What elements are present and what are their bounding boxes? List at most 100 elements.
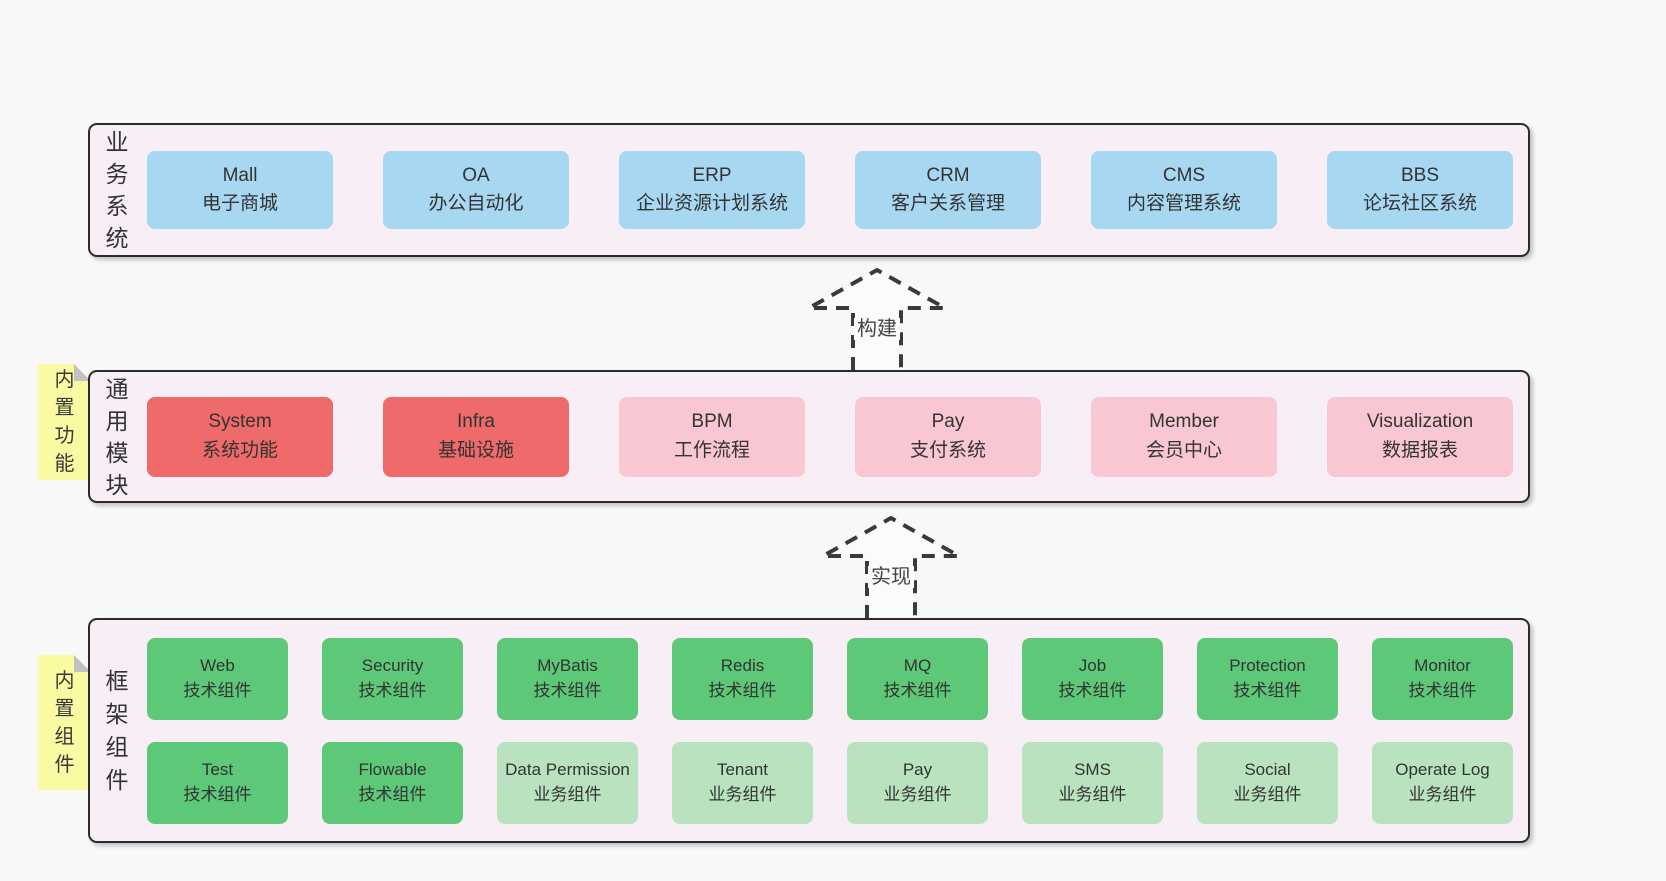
note-built-in-features: 内置功能: [38, 364, 91, 480]
box-operate-log: Operate Log 业务组件: [1372, 741, 1513, 824]
box-title: Job: [1078, 655, 1107, 675]
layer-framework-components: 框架组件 Web 技术组件 Security 技术组件 MyBatis 技术组件…: [88, 618, 1530, 843]
box-bbs: BBS 论坛社区系统: [1327, 151, 1513, 229]
box-subtitle: 技术组件: [358, 784, 427, 804]
box-subtitle: 内容管理系统: [1126, 193, 1241, 214]
box-title: Security: [361, 655, 424, 675]
box-title: Tenant: [716, 759, 769, 779]
box-security: Security 技术组件: [322, 637, 463, 720]
box-pay-component: Pay 业务组件: [847, 741, 988, 824]
box-title: Visualization: [1366, 411, 1474, 432]
box-social: Social 业务组件: [1197, 741, 1338, 824]
box-subtitle: 技术组件: [358, 680, 427, 700]
box-title: OA: [462, 164, 490, 186]
box-title: System: [208, 411, 272, 432]
note-label: 内置组件: [54, 669, 75, 776]
box-mq: MQ 技术组件: [847, 637, 988, 720]
layer-business-systems: 业务系统 Mall 电子商城 OA 办公自动化 ERP 企业资源计划系统 CRM…: [88, 123, 1530, 257]
box-protection: Protection 技术组件: [1197, 637, 1338, 720]
box-crm: CRM 客户关系管理: [855, 151, 1041, 229]
box-subtitle: 技术组件: [183, 680, 252, 700]
box-job: Job 技术组件: [1022, 637, 1163, 720]
box-title: Web: [200, 655, 235, 675]
box-subtitle: 支付系统: [909, 439, 986, 461]
box-visualization: Visualization 数据报表: [1327, 396, 1513, 477]
box-subtitle: 企业资源计划系统: [635, 193, 788, 214]
box-bpm: BPM 工作流程: [619, 396, 805, 477]
box-subtitle: 系统功能: [201, 439, 278, 461]
box-subtitle: 技术组件: [883, 680, 952, 700]
modules-box-row: System 系统功能 Infra 基础设施 BPM 工作流程 Pay 支付系统…: [147, 396, 1513, 477]
box-title: Pay: [931, 411, 965, 432]
layer-business-label: 业务系统: [105, 129, 129, 251]
box-title: Pay: [902, 759, 933, 779]
box-member: Member 会员中心: [1091, 396, 1277, 477]
arrow-up-implement-icon: 实现: [819, 514, 963, 618]
layer-common-modules: 通用模块 System 系统功能 Infra 基础设施 BPM 工作流程 Pay…: [88, 370, 1530, 503]
box-pay-system: Pay 支付系统: [855, 396, 1041, 477]
box-title: Flowable: [358, 759, 427, 779]
box-title: BPM: [691, 411, 733, 432]
box-title: Protection: [1229, 655, 1306, 675]
box-title: Data Permission: [505, 759, 630, 779]
framework-box-row-1: Web 技术组件 Security 技术组件 MyBatis 技术组件 Redi…: [147, 637, 1513, 720]
box-title: Test: [201, 759, 234, 779]
box-subtitle: 数据报表: [1381, 439, 1458, 461]
box-subtitle: 技术组件: [183, 784, 252, 804]
box-subtitle: 电子商城: [201, 193, 278, 214]
box-title: Monitor: [1414, 655, 1471, 675]
box-title: CRM: [926, 164, 970, 186]
box-title: MyBatis: [537, 655, 598, 675]
box-subtitle: 技术组件: [1233, 680, 1302, 700]
box-title: Member: [1149, 411, 1219, 432]
box-erp: ERP 企业资源计划系统: [619, 151, 805, 229]
box-redis: Redis 技术组件: [672, 637, 813, 720]
box-subtitle: 客户关系管理: [890, 193, 1005, 214]
box-subtitle: 技术组件: [1058, 680, 1127, 700]
framework-box-row-2: Test 技术组件 Flowable 技术组件 Data Permission …: [147, 741, 1513, 824]
box-title: ERP: [692, 164, 732, 186]
box-title: Redis: [720, 655, 765, 675]
box-title: BBS: [1400, 164, 1440, 186]
box-title: SMS: [1074, 759, 1111, 779]
box-subtitle: 业务组件: [708, 784, 777, 804]
box-oa: OA 办公自动化: [383, 151, 569, 229]
box-subtitle: 技术组件: [533, 680, 602, 700]
box-subtitle: 技术组件: [708, 680, 777, 700]
box-subtitle: 技术组件: [1408, 680, 1477, 700]
box-title: Social: [1244, 759, 1291, 779]
box-subtitle: 论坛社区系统: [1362, 193, 1477, 214]
business-box-row: Mall 电子商城 OA 办公自动化 ERP 企业资源计划系统 CRM 客户关系…: [147, 151, 1513, 229]
box-subtitle: 业务组件: [1233, 784, 1302, 804]
arrow-up-build-icon: 构建: [805, 266, 949, 370]
note-built-in-components: 内置组件: [38, 655, 91, 790]
box-subtitle: 业务组件: [1058, 784, 1127, 804]
box-title: CMS: [1162, 164, 1206, 186]
box-subtitle: 会员中心: [1145, 439, 1222, 461]
layer-framework-label: 框架组件: [105, 667, 129, 793]
note-label: 内置功能: [54, 369, 75, 475]
box-system: System 系统功能: [147, 396, 333, 477]
box-mybatis: MyBatis 技术组件: [497, 637, 638, 720]
box-infra: Infra 基础设施: [383, 396, 569, 477]
box-sms: SMS 业务组件: [1022, 741, 1163, 824]
layer-modules-label: 通用模块: [105, 375, 129, 498]
box-subtitle: 业务组件: [533, 784, 602, 804]
box-data-permission: Data Permission 业务组件: [497, 741, 638, 824]
box-web: Web 技术组件: [147, 637, 288, 720]
box-monitor: Monitor 技术组件: [1372, 637, 1513, 720]
box-subtitle: 基础设施: [437, 439, 514, 461]
framework-box-rows: Web 技术组件 Security 技术组件 MyBatis 技术组件 Redi…: [147, 637, 1513, 824]
box-subtitle: 业务组件: [883, 784, 952, 804]
box-subtitle: 工作流程: [673, 439, 750, 461]
box-mall: Mall 电子商城: [147, 151, 333, 229]
box-subtitle: 业务组件: [1408, 784, 1477, 804]
box-cms: CMS 内容管理系统: [1091, 151, 1277, 229]
box-title: Operate Log: [1395, 759, 1490, 779]
box-title: MQ: [903, 655, 932, 675]
box-flowable: Flowable 技术组件: [322, 741, 463, 824]
box-title: Mall: [222, 164, 258, 186]
box-title: Infra: [456, 411, 496, 432]
box-subtitle: 办公自动化: [428, 193, 524, 214]
box-tenant: Tenant 业务组件: [672, 741, 813, 824]
